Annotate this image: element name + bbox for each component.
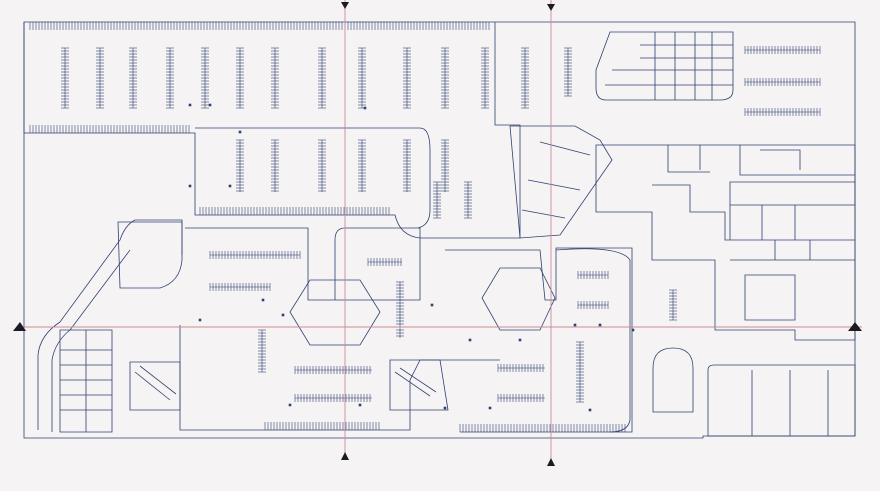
triangle-marker-icon [848,322,862,331]
triangle-marker-icon [341,452,349,460]
structural-column [198,318,202,322]
northeast-building [595,31,734,101]
east-hex-core [481,267,556,331]
structural-column [261,298,265,302]
northeast-diagonal-wing-inner [521,141,591,219]
triangle-marker-icon [13,322,26,331]
floor-plan-linework [23,21,856,439]
southeast-rotunda [652,347,694,413]
structural-column [228,184,232,188]
structural-column [358,403,362,407]
central-deck [185,227,421,301]
structural-column [430,303,434,307]
west-shop-block [59,329,113,433]
parking-stall-rows [29,22,821,432]
structural-column [188,103,192,107]
structural-column [238,130,242,134]
northeast-building-rooms [605,32,733,100]
structural-column [518,338,522,342]
structural-column [281,313,285,317]
site-outline [23,21,856,439]
southwest-core [129,361,181,411]
structural-column [468,338,472,342]
structural-column [288,403,292,407]
north-drive-aisle [195,127,431,229]
structural-column [363,106,367,110]
west-hex-core [289,279,381,346]
east-building-complex [595,144,856,341]
structural-column [573,323,577,327]
triangle-marker-icon [547,4,555,11]
east-complex-rooms [652,181,856,321]
west-curved-zone [117,221,183,289]
triangle-marker-icon [341,2,349,9]
south-core [389,359,449,411]
structural-column [208,103,212,107]
structural-column [588,408,592,412]
structural-column [631,328,635,332]
east-curve-road [555,248,631,433]
structural-column [188,184,192,188]
structural-column [443,406,447,410]
structural-column [598,323,602,327]
survey-grid-lines [20,0,862,460]
east-top-rooms [667,145,855,176]
east-central-block [445,247,633,433]
structural-column [488,406,492,410]
northeast-diagonal-wing [509,125,613,239]
triangle-marker-icon [547,458,555,466]
west-ramp [37,219,183,430]
grid-markers [13,2,862,466]
southeast-stores [707,364,856,437]
